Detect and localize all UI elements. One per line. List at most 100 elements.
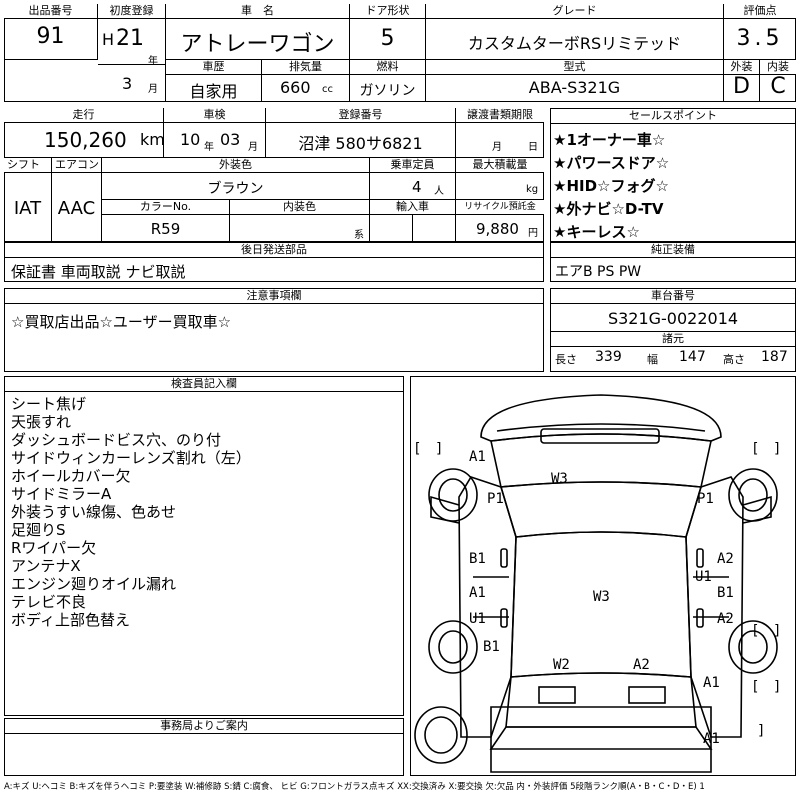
history-cell: 車歴 自家用 (166, 60, 262, 102)
capacity-cell: 乗車定員 4 人 (370, 158, 456, 200)
header-box (4, 4, 796, 102)
damage-mark: P1 (487, 491, 504, 507)
lot-number-value: 91 (36, 24, 65, 49)
mileage-label: 走行 (4, 108, 163, 123)
shift-cell: シフト IAT (4, 158, 52, 242)
inspector-note-line: サイドミラーA (11, 485, 112, 503)
inspector-note-line: 外装うすい線傷、色あせ (11, 503, 177, 521)
equipment-box: 純正装備 エアB PS PW (550, 242, 796, 282)
inspector-note-line: 足廻りS (11, 521, 66, 539)
damage-mark: A1 (703, 731, 720, 747)
grade-label: グレード (426, 4, 723, 19)
bracket-close: ] (773, 623, 782, 639)
damage-mark: A2 (633, 657, 650, 673)
recycle-unit: 円 (528, 228, 538, 239)
door-cell: ドア形状 5 (350, 4, 426, 60)
car-outline (414, 394, 778, 773)
damage-mark: B1 (717, 585, 734, 601)
bracket-close: ] (757, 723, 766, 739)
bracket-open: [ (751, 623, 760, 639)
color-number-cell: カラーNo. R59 (102, 200, 230, 242)
exterior-grade-label: 外装 (724, 60, 759, 75)
damage-mark: U1 (695, 569, 712, 585)
exterior-grade-cell: 外装 D (724, 60, 760, 102)
bracket-close: ] (773, 441, 782, 457)
inspector-note-line: シート焦げ (11, 395, 87, 413)
damage-mark: A1 (703, 675, 720, 691)
damage-mark: P1 (697, 491, 714, 507)
first-registration-label: 初度登録 (98, 4, 165, 19)
score-cell: 評価点 3.5 (724, 4, 796, 60)
later-parts-box: 後日発送部品 保証書 車両取説 ナビ取説 (4, 242, 544, 282)
interior-color-cell: 内装色 系 (230, 200, 370, 242)
interior-color-unit: 系 (354, 230, 364, 241)
inspector-notes-label: 検査員記入欄 (5, 377, 403, 392)
year-unit: 年 (148, 56, 158, 67)
grade-cell: グレード カスタムターボRSリミテッド (426, 4, 724, 60)
interior-color-label: 内装色 (230, 200, 369, 215)
damage-mark: B1 (469, 551, 486, 567)
model-value: ABA-S321G (528, 78, 621, 97)
notes-value: ☆買取店出品☆ユーザー買取車☆ (11, 313, 232, 331)
exterior-color-cell: 外装色 ブラウン (102, 158, 370, 200)
later-parts-label: 後日発送部品 (5, 243, 543, 258)
sales-point-item: ★キーレス☆ (553, 223, 640, 241)
exterior-color-label: 外装色 (102, 158, 369, 173)
fuel-cell: 燃料 ガソリン (350, 60, 426, 102)
displacement-value: 660 (280, 78, 311, 97)
specs-label: 諸元 (551, 331, 795, 347)
aircon-cell: エアコン AAC (52, 158, 102, 242)
damage-mark: A2 (717, 551, 734, 567)
exterior-grade-value: D (733, 74, 750, 99)
color-number-value: R59 (150, 220, 181, 238)
chassis-box: 車台番号 S321G-0022014 諸元 長さ 339 幅 147 高さ 18… (550, 288, 796, 372)
damage-mark: W2 (553, 657, 570, 673)
max-load-unit: kg (526, 184, 539, 195)
equipment-label: 純正装備 (551, 243, 795, 258)
displacement-cell: 排気量 660 cc (262, 60, 350, 102)
notes-label: 注意事項欄 (5, 289, 543, 304)
office-notice-box: 事務局よりご案内 (4, 718, 404, 776)
door-label: ドア形状 (350, 4, 425, 19)
score-value: 3.5 (736, 26, 784, 51)
inspector-note-line: アンテナX (11, 557, 81, 575)
inspector-notes-box: 検査員記入欄 シート焦げ 天張すれ ダッシュボードビス穴、のり付 サイドウィンカ… (4, 376, 404, 716)
damage-mark: W3 (551, 471, 568, 487)
first-registration-cell: 初度登録 H 21 年 3 月 (98, 4, 166, 102)
spec-width-value: 147 (679, 349, 706, 365)
inspection-cell: 車検 10 年 03 月 (164, 108, 266, 158)
bracket-open: [ (751, 441, 760, 457)
plate-label: 登録番号 (266, 108, 455, 123)
mileage-cell: 走行 150,260 km (4, 108, 165, 158)
inspection-year: 10 (180, 130, 201, 149)
inspector-note-line: エンジン廻りオイル漏れ (11, 575, 177, 593)
sales-point-item: ★1オーナー車☆ (553, 131, 666, 149)
bracket-close: ] (435, 441, 444, 457)
fuel-label: 燃料 (350, 60, 425, 75)
inspection-month: 03 (220, 130, 241, 149)
inspection-year-unit: 年 (204, 142, 214, 153)
car-name-label: 車 名 (166, 4, 349, 19)
car-name-value: アトレーワゴン (180, 32, 335, 57)
model-cell: 型式 ABA-S321G (426, 60, 724, 102)
capacity-label: 乗車定員 (370, 158, 455, 173)
lot-number-label: 出品番号 (4, 4, 97, 19)
sales-points-box: セールスポイント ★1オーナー車☆ ★パワースドア☆ ★HID☆フォグ☆ ★外ナ… (550, 108, 796, 242)
office-notice-label: 事務局よりご案内 (5, 719, 403, 734)
inspector-note-line: サイドウィンカーレンズ割れ（左） (11, 449, 251, 467)
damage-mark: A1 (469, 585, 486, 601)
import-cell: 輸入車 (370, 200, 456, 242)
capacity-value: 4 (412, 178, 422, 196)
sales-points-label: セールスポイント (551, 109, 795, 124)
spec-length-value: 339 (595, 349, 622, 365)
month-unit: 月 (148, 84, 158, 95)
transfer-day-unit: 日 (528, 142, 538, 153)
inspector-note-line: ホイールカバー欠 (11, 467, 131, 485)
score-label: 評価点 (724, 4, 796, 19)
door-value: 5 (380, 26, 395, 51)
aircon-label: エアコン (52, 158, 101, 173)
spec-length-label: 長さ (555, 353, 577, 366)
shift-label: シフト (4, 158, 51, 173)
bracket-close: ] (773, 679, 782, 695)
damage-mark: A1 (469, 449, 486, 465)
